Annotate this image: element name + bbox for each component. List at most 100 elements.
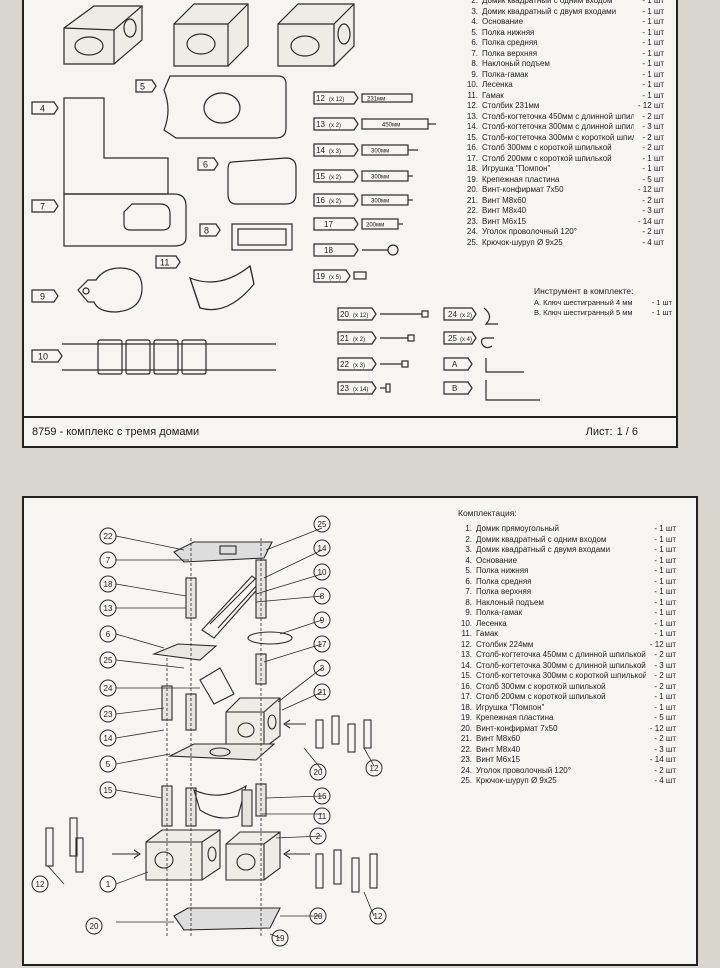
kit-list-item: 16.Столб 300мм с короткой шпилькой- 2 шт [464,143,664,154]
item-number: 13. [460,650,472,659]
part-label-11: 11 [160,258,169,268]
item-qty: - 2 шт [654,671,676,680]
kit-list-item: 17.Столб 200мм с короткой шпилькой- 1 шт [458,692,676,703]
item-qty: - 1 шт [642,153,664,163]
hw-mult-15: (x 2) [329,175,341,181]
screw-mult-23: (x 14) [353,387,368,393]
item-qty: - 5 шт [654,713,676,722]
kit-list-item: 7.Полка верхняя- 1 шт [464,49,664,60]
kit-list-item: 12.Столбик 231мм- 12 шт [464,101,664,112]
item-number: 14. [460,660,472,670]
label-box-10 [31,349,63,363]
kit-list-item: 17.Столб 200мм с короткой шпилькой- 1 шт [464,154,664,165]
hw-num-16: 16 [316,196,325,205]
kit-list-item: 15.Столб-когтеточка 300мм с короткой шпи… [464,133,664,144]
item-qty: - 1 шт [642,27,664,37]
kit-list-item: 25.Крючок-шуруп Ø 9x25- 4 шт [464,238,664,249]
kit-list-item: 5.Полка нижняя- 1 шт [464,28,664,39]
item-name: Столб-когтеточка 300мм с длинной шпилько… [476,660,646,670]
kit-list-item: 8.Наклоный подъем- 1 шт [464,59,664,70]
sheet-footer: 8759 - комплекс с тремя домами Лист:1 / … [24,416,676,450]
part-label-9: 9 [40,292,45,302]
part-label-4: 4 [40,104,45,114]
kit-list-item: 25.Крючок-шуруп Ø 9x25- 4 шт [458,776,676,787]
item-number: 20. [460,723,472,733]
hw-mult-14: (x 3) [329,149,341,155]
item-number: 3. [471,6,478,16]
label-box-4 [31,101,59,115]
item-qty: - 1 шт [642,90,664,100]
item-name: Столб-когтеточка 300мм с короткой шпильк… [476,671,646,680]
item-number: 22. [460,744,472,754]
label-box-9 [31,289,59,303]
hardware-posts: 12 (x 12) 231мм 13 (x 2) 450мм 14 (x 3) … [313,91,436,283]
item-name: Столб 200мм с короткой шпилькой [476,692,606,701]
base-4-drawing [63,97,169,195]
item-qty: - 1 шт [642,17,664,26]
item-qty: - 3 шт [642,122,664,131]
item-qty: - 1 шт [654,534,676,544]
callout-2: 2 [316,832,321,841]
label-box-11 [155,255,181,269]
shelf-5-drawing [163,75,287,139]
item-name: Полка средняя [476,576,532,586]
ramp-8-drawing [231,223,293,251]
item-name: Винт М8x40 [482,206,527,215]
hw-len-15: 300мм [371,175,389,181]
parts-drawing: 5 4 6 7 8 9 11 10 12 (x 12) 231мм 13 (x … [31,3,540,401]
kit-list-item: 6.Полка средняя- 1 шт [464,38,664,49]
item-number: 14. [466,122,478,131]
item-qty: - 3 шт [642,206,664,215]
tool-label-b: B [452,384,457,393]
kit-list-item: 2.Домик квадратный с одним входом- 1 шт [464,0,664,7]
item-name: Столб 200мм с короткой шпилькой [482,153,612,163]
kit-list-item: 8.Наклоный подъем- 1 шт [458,598,676,609]
callout-13: 13 [104,604,113,613]
item-qty: - 14 шт [637,216,664,226]
kit-list-item: 20.Винт-конфирмат 7x50- 12 шт [464,185,664,196]
item-qty: - 2 шт [654,650,676,659]
item-name: Наклоный подъем [476,597,544,607]
kit-list-item: 6.Полка средняя- 1 шт [458,577,676,588]
item-number: 12. [466,101,478,110]
callout-12-right: 12 [374,912,383,921]
item-name: Полка средняя [482,38,538,47]
ladder-10-drawing [62,339,276,375]
shelf-7-drawing [63,193,187,247]
callout-6: 6 [106,630,111,639]
item-name: Домик прямоугольный [476,524,560,533]
item-number: 25. [466,237,478,247]
footer-title: 8759 - комплекс с тремя домами [32,426,200,438]
item-number: 16. [460,681,472,691]
item-qty: - 2 шт [642,132,664,142]
tool-name: A. Ключ шестигранный 4 мм [534,298,633,307]
item-qty: - 1 шт [642,6,664,16]
item-name: Крепежная пластина [482,174,560,184]
callout-14-right: 14 [318,544,327,553]
kit-list-item: 16.Столб 300мм с короткой шпилькой- 2 шт [458,682,676,693]
hook-mult-25: (x 4) [460,337,472,343]
item-qty: - 1 шт [642,164,664,173]
callout-12-left: 12 [36,880,45,889]
item-number: 15. [466,132,478,142]
kit-list-item: 19.Крепежная пластина- 5 шт [464,175,664,186]
item-number: 23. [466,216,478,226]
item-number: 4. [465,555,472,565]
item-name: Столбик 231мм [482,101,540,110]
item-number: 22. [466,206,478,215]
item-number: 1. [465,524,472,533]
item-qty: - 1 шт [642,0,664,5]
house-square-two-entries-drawing [277,3,355,67]
screw-num-20: 20 [340,310,349,319]
item-number: 2. [465,534,472,544]
item-number: 9. [471,69,478,79]
item-qty: - 1 шт [654,576,676,586]
screw-mult-22: (x 3) [353,363,365,369]
kit-list-item: 13.Столб-когтеточка 450мм с длинной шпил… [464,112,664,123]
item-qty: - 2 шт [642,195,664,205]
item-name: Винт М6x15 [476,755,521,764]
kit-list-item: 21.Винт М8x60- 2 шт [464,196,664,207]
callout-20-mid: 20 [314,768,323,777]
item-qty: - 2 шт [642,111,664,121]
